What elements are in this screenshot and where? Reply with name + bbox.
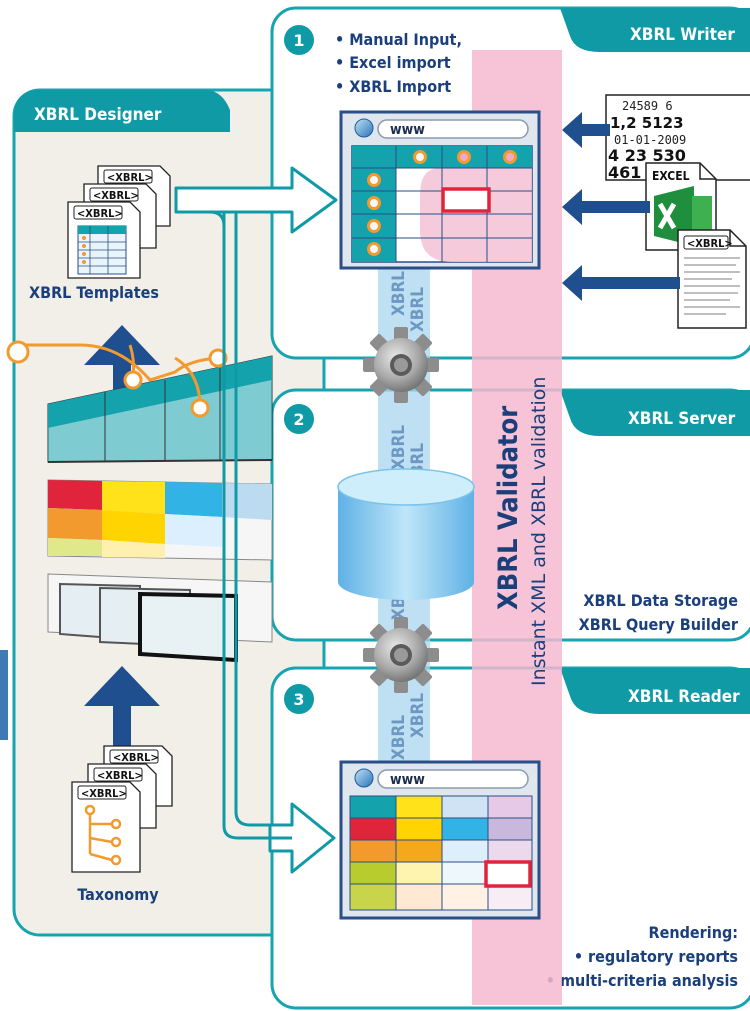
writer-numbers-doc-0: 24589 6 <box>622 99 673 113</box>
reader-color-grid <box>349 795 533 911</box>
step-2-number: 2 <box>293 410 304 429</box>
input-arrows <box>562 112 680 301</box>
step-1-badge <box>284 25 314 55</box>
writer-url-text: www <box>390 122 425 138</box>
writer-numbers-doc-3: 4 23 530 <box>608 146 686 165</box>
gear-icon <box>363 327 439 403</box>
writer-input-3: • XBRL Import <box>335 77 451 96</box>
validator-subtitle: Instant XML and XBRL validation <box>528 377 550 686</box>
designer-doc-tag: <XBRL> <box>81 787 127 800</box>
templates-label: XBRL Templates <box>29 283 159 302</box>
arrow-up-icon <box>84 325 160 402</box>
validator-title: XBRL Validator <box>493 406 524 610</box>
stream-label: XBRL <box>389 271 409 316</box>
writer-input-1: • Manual Input, <box>335 30 462 49</box>
rendering-item-2: • multi-criteria analysis <box>546 971 738 990</box>
step-1-number: 1 <box>293 31 304 50</box>
gear-icon <box>363 617 439 693</box>
step-3-badge <box>284 684 314 714</box>
designer-doc-tag: <XBRL> <box>97 769 143 782</box>
layer-formatting <box>47 479 273 561</box>
designer-title: XBRL Designer <box>34 105 162 125</box>
writer-title: XBRL Writer <box>630 25 735 45</box>
arrow-left-icon <box>562 112 610 148</box>
template-documents-icon: <XBRL> <XBRL> <XBRL> <box>67 165 171 279</box>
layer-structure <box>6 340 273 463</box>
rendering-item-1: • regulatory reports <box>574 947 738 966</box>
reader-browser-window: www <box>339 760 541 920</box>
stream-label: XBRL <box>389 425 409 470</box>
writer-numbers-doc-1: 1,2 5123 <box>610 114 684 132</box>
server-feature-2: XBRL Query Builder <box>579 615 739 634</box>
taxonomy-documents-icon: <XBRL> <XBRL> <XBRL> <box>71 745 173 873</box>
reader-title: XBRL Reader <box>628 687 740 707</box>
designer-doc-tag: <XBRL> <box>77 207 123 220</box>
xbrl-document-icon: <XBRL> <box>677 229 747 329</box>
server-feature-1: XBRL Data Storage <box>583 591 738 610</box>
arrow-left-icon <box>562 189 650 225</box>
arrow-up-icon <box>84 666 160 748</box>
flow-arrows <box>174 166 338 874</box>
rendering-title: Rendering: <box>648 923 738 942</box>
writer-browser-window: www <box>339 110 541 270</box>
writer-excel-label: EXCEL <box>652 169 690 183</box>
writer-numbers-doc-2: 01-01-2009 <box>614 133 686 147</box>
arrow-left-icon <box>562 265 680 301</box>
stream-label: XBRL <box>408 693 428 738</box>
writer-xbrl-doc-tag: <XBRL> <box>687 237 733 250</box>
designer-doc-tag: <XBRL> <box>93 189 139 202</box>
taxonomy-label: Taxonomy <box>77 885 159 904</box>
stream-label: XBRL <box>389 715 409 760</box>
reader-url-text: www <box>390 772 425 788</box>
designer-doc-tag: <XBRL> <box>107 171 153 184</box>
step-3-number: 3 <box>293 690 304 709</box>
step-2-badge <box>284 404 314 434</box>
database-cylinder-icon <box>337 468 475 600</box>
designer-doc-tag: <XBRL> <box>113 751 159 764</box>
writer-input-2: • Excel import <box>335 53 451 72</box>
layer-presentation <box>47 573 273 663</box>
writer-form-grid <box>351 145 533 263</box>
server-title: XBRL Server <box>628 409 736 429</box>
stream-label: XBRL <box>408 287 428 332</box>
